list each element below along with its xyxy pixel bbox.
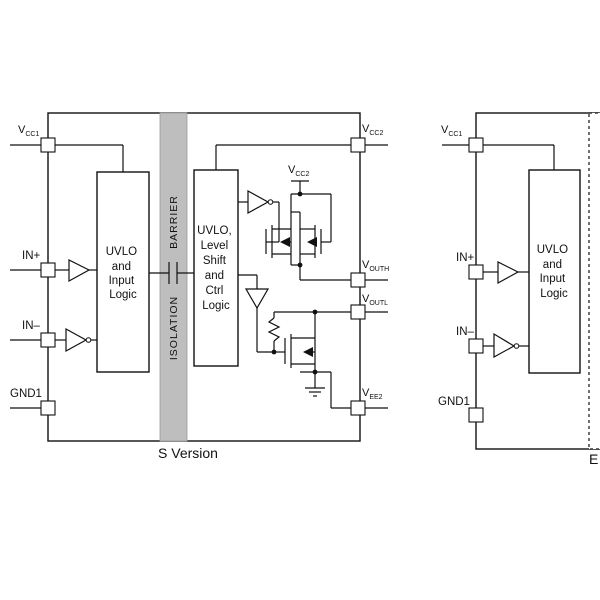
svg-text:VCC2: VCC2 — [362, 123, 383, 137]
input-block-line-3: Input — [109, 275, 135, 287]
input-block-line-1: UVLO — [106, 246, 137, 258]
in-plus-buffer-icon — [68, 259, 91, 283]
e-input-block-line-1: UVLO — [537, 244, 568, 256]
output-block-line-1: UVLO, — [197, 225, 232, 237]
input-block-line-4: Logic — [109, 289, 137, 301]
internal-vcc2-rail: VCC2 — [288, 164, 332, 242]
e-version-caption: E — [589, 451, 598, 467]
pin-in-minus: IN– — [10, 320, 97, 353]
e-gnd1-label: GND1 — [438, 396, 470, 408]
output-block-line-2: Level — [201, 240, 229, 252]
vouth-subscript: OUTH — [369, 266, 389, 273]
vee2-subscript: EE2 — [369, 394, 382, 401]
svg-text:VCC1: VCC1 — [441, 124, 462, 138]
pin-voutl: VOUTL — [274, 293, 388, 320]
e-input-logic-block — [528, 169, 581, 374]
pullup-second-pmos-icon — [300, 225, 331, 258]
output-logic-block — [193, 169, 239, 367]
e-input-block-line-2: and — [543, 259, 562, 271]
e-in-minus-label: IN– — [456, 326, 475, 338]
pin-in-plus: IN+ — [10, 250, 97, 283]
isolation-barrier-strip — [159, 112, 188, 442]
e-version-diagram: UVLO and Input Logic VCC1 IN+ IN– — [438, 112, 600, 467]
input-block-line-2: and — [112, 261, 131, 273]
e-in-plus-buffer-icon — [497, 261, 520, 285]
svg-text:VCC1: VCC1 — [18, 124, 39, 138]
vcc2-label: V — [362, 123, 370, 135]
vouth-label: V — [362, 259, 370, 271]
vcc1-subscript: CC1 — [25, 131, 39, 138]
svg-text:VOUTH: VOUTH — [362, 259, 389, 273]
vcc2-subscript: CC2 — [369, 130, 383, 137]
internal-vcc2-label: V — [288, 164, 296, 176]
svg-text:UVLO and Input: UVLO and Input Logic — [106, 246, 141, 301]
e-version-barrier-strip — [588, 112, 600, 450]
barrier-label: BARRIER — [168, 195, 180, 249]
e-pin-vcc1: VCC1 — [441, 124, 555, 170]
s-version-diagram: BARRIER ISOLATION UVLO and Input Logic V… — [10, 112, 389, 461]
output-block-line-3: Shift — [203, 255, 227, 267]
pin-vee2: VEE2 — [331, 387, 388, 416]
e-pin-gnd1: GND1 — [438, 396, 484, 423]
svg-text:VEE2: VEE2 — [362, 387, 383, 401]
in-minus-label: IN– — [22, 320, 41, 332]
svg-text:VCC2: VCC2 — [288, 164, 309, 178]
e-pin-in-minus: IN– — [456, 326, 529, 359]
output-block-line-4: and — [205, 270, 224, 282]
e-input-block-line-4: Logic — [540, 288, 568, 300]
s-version-caption: S Version — [158, 445, 218, 461]
e-vcc1-subscript: CC1 — [448, 131, 462, 138]
in-plus-label: IN+ — [22, 250, 41, 262]
pin-vcc1: VCC1 — [10, 124, 124, 172]
e-vcc1-label: V — [441, 124, 449, 136]
pulldown-driver-buffer-icon — [238, 274, 274, 353]
pin-vcc2: VCC2 — [215, 123, 388, 170]
voutl-label: V — [362, 293, 370, 305]
pulldown-nmos-transistor-icon — [274, 312, 332, 408]
e-in-plus-label: IN+ — [456, 252, 475, 264]
output-block-line-6: Logic — [202, 300, 230, 312]
output-block-line-5: Ctrl — [205, 285, 223, 297]
voutl-subscript: OUTL — [369, 300, 388, 307]
pin-gnd1: GND1 — [10, 388, 56, 416]
svg-text:VOUTL: VOUTL — [362, 293, 388, 307]
e-pin-in-plus: IN+ — [456, 252, 529, 285]
in-minus-inverter-icon — [65, 327, 88, 353]
e-in-minus-inverter-icon — [493, 332, 516, 359]
e-input-block-line-3: Input — [540, 273, 566, 285]
vcc1-label: V — [18, 124, 26, 136]
pullup-pmos-transistor-icon — [265, 211, 301, 265]
isolation-label: ISOLATION — [168, 296, 180, 360]
pullup-driver-inverter-icon — [238, 189, 280, 242]
pin-vouth: VOUTH — [350, 259, 389, 288]
isolation-capacitor-icon — [149, 262, 194, 284]
internal-vcc2-subscript: CC2 — [295, 171, 309, 178]
svg-text:UVLO and Input: UVLO and Input Logic — [537, 244, 572, 300]
input-logic-block — [96, 171, 150, 373]
vee2-label: V — [362, 387, 370, 399]
ground-icon — [305, 380, 325, 397]
gnd1-label: GND1 — [10, 388, 42, 400]
svg-text:UVLO, Level Shift: UVLO, Level Shift and Ctrl Logic — [197, 225, 235, 312]
